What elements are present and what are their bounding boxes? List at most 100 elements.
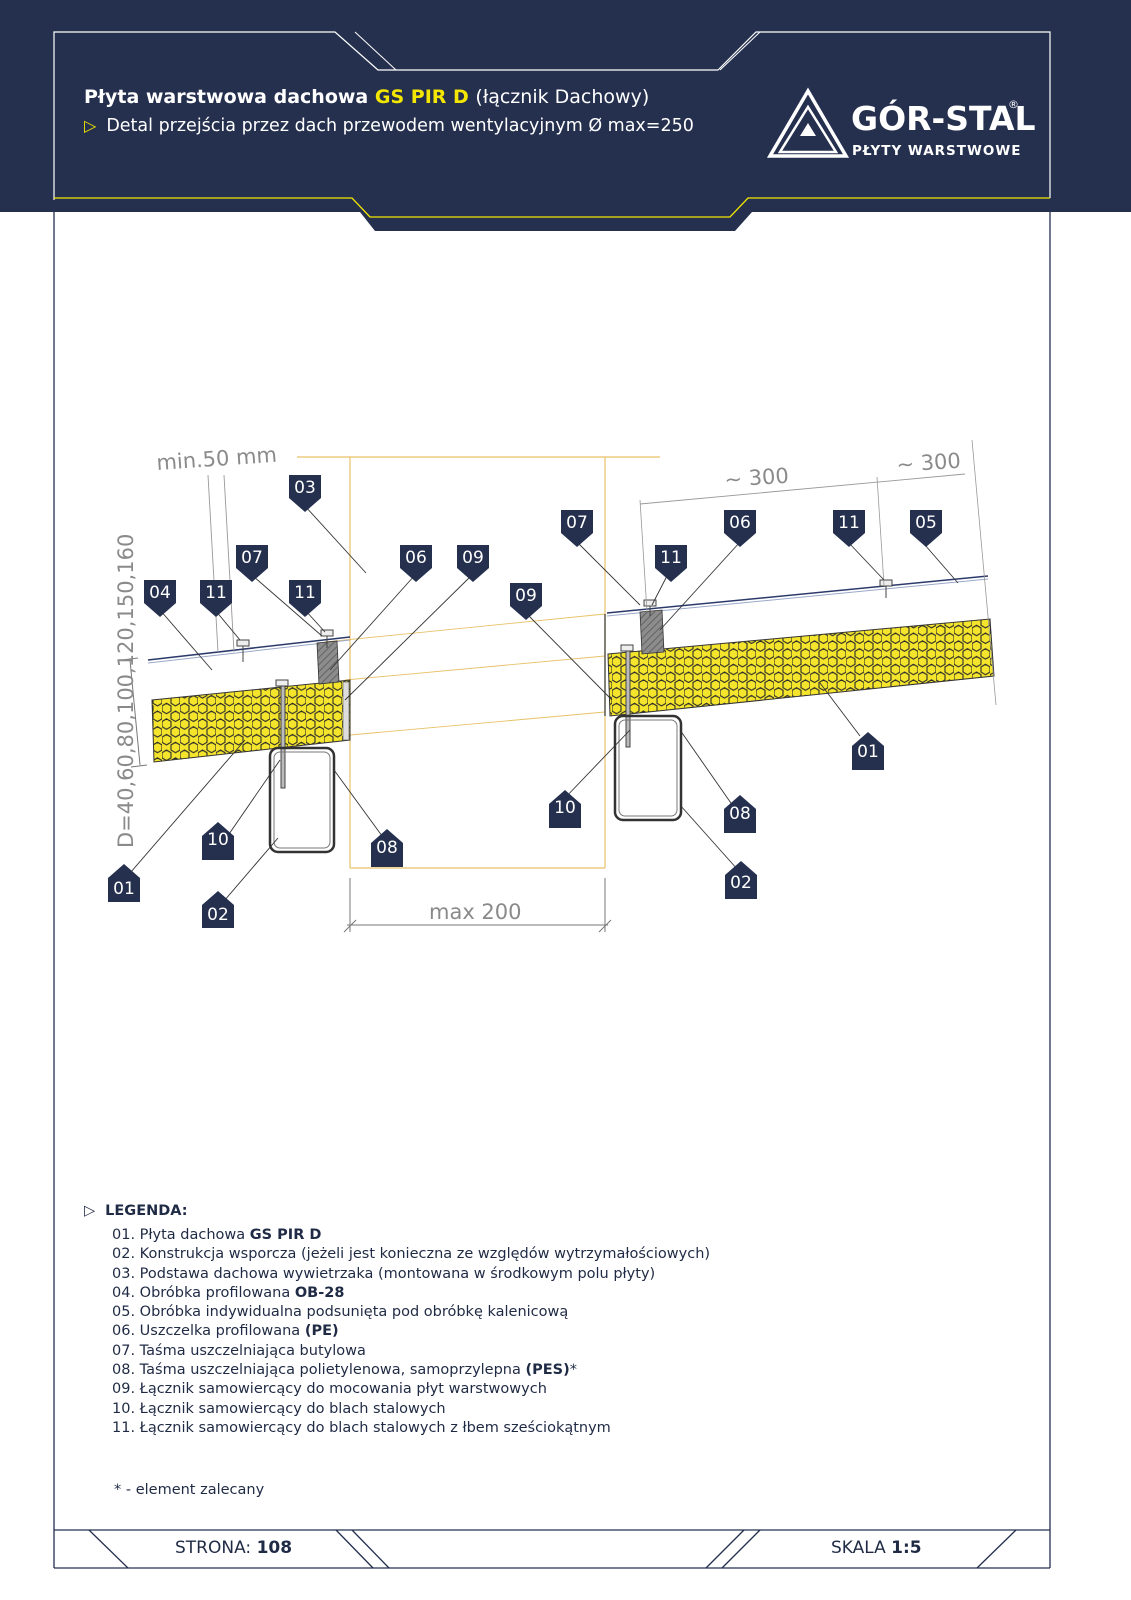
callout-02a: 02 bbox=[202, 891, 234, 928]
dim-min50-label: min.50 mm bbox=[156, 443, 278, 475]
title-prefix: Płyta warstwowa dachowa bbox=[84, 86, 369, 108]
legend-item-text: Łącznik samowiercący do mocowania płyt w… bbox=[139, 1381, 547, 1398]
legend-item: 02. Konstrukcja wsporcza (jeżeli jest ko… bbox=[112, 1245, 710, 1264]
legend-item-number: 04. bbox=[112, 1284, 136, 1301]
legend-item-text: Łącznik samowiercący do blach stalowych bbox=[139, 1400, 446, 1417]
svg-text:05: 05 bbox=[915, 513, 937, 533]
legend-item-text: Obróbka profilowana bbox=[139, 1284, 295, 1301]
legend-title: ▷LEGENDA: bbox=[84, 1203, 188, 1219]
svg-text:07: 07 bbox=[241, 548, 263, 568]
legend-item-text: Podstawa dachowa wywietrzaka (montowana … bbox=[139, 1265, 656, 1282]
legend-item-text: Konstrukcja wsporcza (jeżeli jest koniec… bbox=[139, 1246, 711, 1263]
callout-11b: 11 bbox=[289, 580, 321, 617]
svg-text:02: 02 bbox=[207, 905, 229, 925]
page-subtitle: ▷ Detal przejścia przez dach przewodem we… bbox=[84, 116, 694, 136]
svg-text:10: 10 bbox=[554, 798, 576, 818]
callout-10b: 10 bbox=[549, 790, 581, 828]
logo-name: GÓR-STAL bbox=[851, 99, 1036, 138]
legend-item-number: 09. bbox=[112, 1381, 136, 1398]
legend-item-text: Łącznik samowiercący do blach stalowych … bbox=[139, 1419, 611, 1436]
callout-10a: 10 bbox=[202, 822, 234, 860]
legend-item-bold: (PE) bbox=[304, 1323, 339, 1340]
callout-06a: 06 bbox=[400, 545, 432, 582]
legend-item-number: 08. bbox=[112, 1362, 136, 1379]
callout-02b: 02 bbox=[725, 861, 757, 899]
page-number: STRONA: 108 bbox=[175, 1538, 293, 1558]
legend-footnote: * - element zalecany bbox=[114, 1482, 265, 1498]
legend-item-text: Obróbka indywidualna podsunięta pod obró… bbox=[139, 1304, 569, 1321]
svg-text:09: 09 bbox=[515, 586, 537, 606]
dim-thickness-label: D=40,60,80,100,120,150,160 bbox=[114, 534, 138, 848]
callout-08a: 08 bbox=[371, 829, 403, 867]
callout-11d: 11 bbox=[655, 545, 687, 582]
callout-07b: 07 bbox=[561, 510, 593, 547]
callout-05: 05 bbox=[910, 510, 942, 547]
svg-text:06: 06 bbox=[405, 548, 427, 568]
legend-item-text: Uszczelka profilowana bbox=[139, 1323, 305, 1340]
legend-item: 09. Łącznik samowiercący do mocowania pł… bbox=[112, 1380, 710, 1399]
callout-04: 04 bbox=[144, 580, 176, 617]
callout-tags: 03 07 06 09 04 11 11 07 06 11 05 11 09 0… bbox=[108, 475, 942, 928]
legend-item-number: 07. bbox=[112, 1342, 136, 1359]
svg-text:07: 07 bbox=[566, 513, 588, 533]
logo-registered: ® bbox=[1008, 98, 1019, 111]
legend-item: 11. Łącznik samowiercący do blach stalow… bbox=[112, 1419, 710, 1438]
legend-item-text: Taśma uszczelniająca butylowa bbox=[139, 1342, 366, 1359]
callout-leaders bbox=[123, 505, 959, 909]
legend-item: 01. Płyta dachowa GS PIR D bbox=[112, 1226, 710, 1245]
legend-item-bold: GS PIR D bbox=[249, 1227, 322, 1243]
svg-text:01: 01 bbox=[857, 742, 879, 762]
callout-07a: 07 bbox=[236, 545, 268, 582]
callout-06b: 06 bbox=[724, 510, 756, 547]
svg-text:03: 03 bbox=[294, 478, 316, 498]
svg-text:11: 11 bbox=[838, 513, 860, 533]
svg-text:06: 06 bbox=[729, 513, 751, 533]
page-frame bbox=[53, 212, 1051, 1569]
legend-item-number: 06. bbox=[112, 1323, 136, 1340]
subtitle-text: Detal przejścia przez dach przewodem wen… bbox=[106, 116, 694, 136]
svg-text:02: 02 bbox=[730, 873, 752, 893]
legend-item-number: 11. bbox=[112, 1419, 136, 1436]
legend-item-number: 10. bbox=[112, 1400, 136, 1417]
svg-text:11: 11 bbox=[294, 583, 316, 603]
logo-tagline: PŁYTY WARSTWOWE bbox=[852, 143, 1022, 159]
callout-11a: 11 bbox=[200, 580, 232, 617]
svg-text:04: 04 bbox=[149, 583, 171, 603]
legend-item-number: 05. bbox=[112, 1304, 136, 1321]
legend-item-text: Taśma uszczelniająca polietylenowa, samo… bbox=[139, 1362, 526, 1379]
legend-item: 03. Podstawa dachowa wywietrzaka (montow… bbox=[112, 1265, 710, 1284]
callout-09b: 09 bbox=[510, 583, 542, 620]
legend-item-number: 03. bbox=[112, 1265, 136, 1282]
max200-dimension bbox=[343, 878, 612, 933]
legend-item: 07. Taśma uszczelniająca butylowa bbox=[112, 1342, 710, 1361]
legend-item-suffix: * bbox=[569, 1362, 577, 1379]
svg-text:10: 10 bbox=[207, 830, 229, 850]
legend-item: 05. Obróbka indywidualna podsunięta pod … bbox=[112, 1303, 710, 1322]
scale-indicator: SKALA 1:5 bbox=[831, 1538, 922, 1558]
legend-item: 08. Taśma uszczelniająca polietylenowa, … bbox=[112, 1361, 710, 1380]
guide-lines bbox=[297, 456, 660, 869]
dim-max200-label: max 200 bbox=[429, 900, 522, 924]
logo-triangle-icon bbox=[766, 87, 850, 158]
svg-text:01: 01 bbox=[113, 879, 135, 899]
legend-item-number: 02. bbox=[112, 1246, 136, 1263]
title-product: GS PIR D bbox=[374, 86, 469, 108]
triangle-bullet-icon: ▷ bbox=[84, 116, 97, 135]
title-suffix: (łącznik Dachowy) bbox=[475, 86, 650, 108]
left-roof-panel bbox=[121, 474, 351, 854]
dim-300a-label: ~ 300 bbox=[724, 464, 790, 492]
callout-08b: 08 bbox=[724, 795, 756, 833]
right-roof-panel bbox=[604, 439, 997, 822]
legend-item-number: 01. bbox=[112, 1227, 136, 1243]
header-band bbox=[0, 0, 1131, 231]
svg-text:08: 08 bbox=[376, 838, 398, 858]
legend-item-bold: OB-28 bbox=[294, 1284, 345, 1301]
dim-300b-label: ~ 300 bbox=[896, 449, 962, 477]
callout-09a: 09 bbox=[457, 545, 489, 582]
page-title: Płyta warstwowa dachowa GS PIR D (łączni… bbox=[84, 86, 649, 108]
svg-text:08: 08 bbox=[729, 804, 751, 824]
legend-item-bold: (PES) bbox=[525, 1362, 570, 1379]
legend-item: 04. Obróbka profilowana OB-28 bbox=[112, 1284, 710, 1303]
